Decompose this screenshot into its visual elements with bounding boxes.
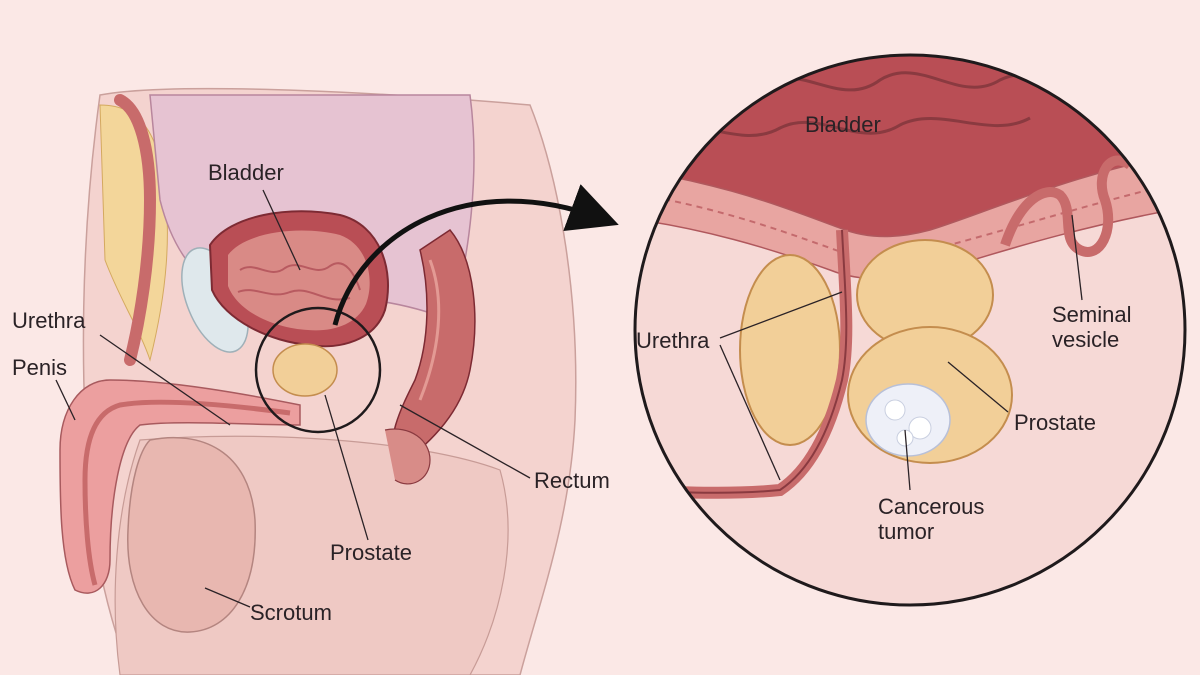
penis xyxy=(59,379,301,594)
abdominal-muscle xyxy=(114,94,157,366)
label-rectum: Rectum xyxy=(534,468,610,493)
label-urethra: Urethra xyxy=(12,308,86,333)
prostate-small xyxy=(272,343,338,397)
bladder-lumen xyxy=(228,230,370,331)
zoom-seminal-vesicle xyxy=(1000,155,1133,257)
label-penis: Penis xyxy=(12,355,68,380)
label-scrotum: Scrotum xyxy=(250,600,332,625)
zoom-tumor xyxy=(865,383,951,457)
label-bladder: Bladder xyxy=(208,160,284,185)
zoom-label-bladder: Bladder xyxy=(805,112,881,137)
zoom-label-urethra: Urethra xyxy=(636,328,710,353)
zoom-view-border xyxy=(633,53,1187,607)
zoom-arrow xyxy=(332,184,619,326)
zoom-indicator-circle xyxy=(254,306,382,434)
anus xyxy=(384,428,431,485)
zoom-label-prostate: Prostate xyxy=(1014,410,1096,435)
zoom-label-cancerous-tumor: Cancerous tumor xyxy=(878,494,985,545)
body-section xyxy=(59,87,577,675)
left-leader-lines xyxy=(55,189,531,608)
zoom-label-seminal-vesicle: Seminal vesicle xyxy=(1052,302,1132,353)
zoom-view xyxy=(633,53,1187,607)
label-prostate: Prostate xyxy=(330,540,412,565)
zoom-leader-lines xyxy=(719,214,1083,491)
scrotum xyxy=(127,436,256,633)
